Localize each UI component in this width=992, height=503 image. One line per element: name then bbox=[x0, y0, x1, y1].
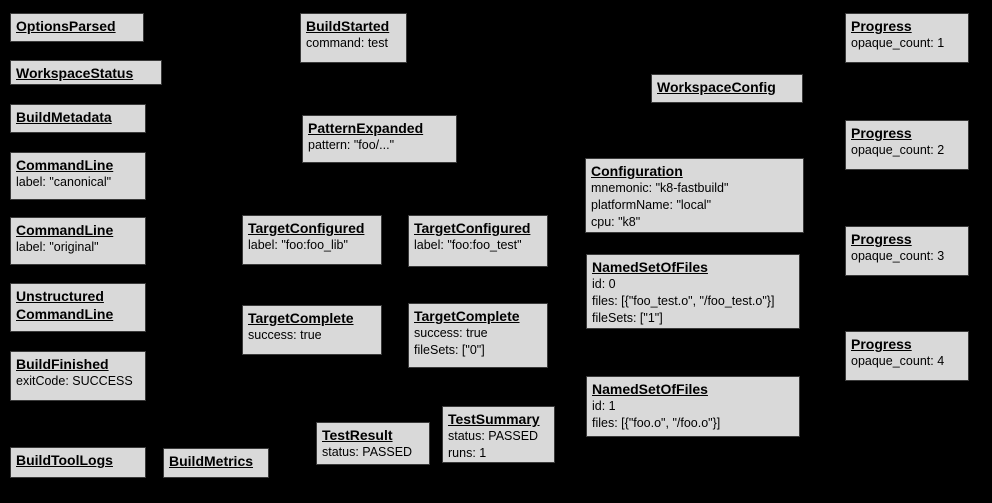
event-box-title: CommandLine bbox=[16, 157, 114, 173]
event-box-field: success: true bbox=[414, 326, 488, 340]
event-box-title: Progress bbox=[851, 125, 912, 141]
event-box-test-result: TestResult status: PASSED bbox=[316, 422, 430, 465]
event-box-title: CommandLine bbox=[16, 222, 114, 238]
event-box-field: opaque_count: 3 bbox=[851, 249, 945, 263]
event-box-field: opaque_count: 2 bbox=[851, 143, 945, 157]
event-box-field: pattern: "foo/..." bbox=[308, 138, 395, 152]
event-box-build-tool-logs: BuildToolLogs bbox=[10, 447, 146, 478]
event-box-title: BuildStarted bbox=[306, 18, 390, 34]
event-box-title: TargetComplete bbox=[248, 310, 354, 326]
event-box-field: id: 1 bbox=[592, 399, 616, 413]
event-box-title: TestSummary bbox=[448, 411, 540, 427]
event-box-progress-2: Progress opaque_count: 2 bbox=[845, 120, 969, 170]
event-box-title: NamedSetOfFiles bbox=[592, 381, 708, 397]
event-box-field: success: true bbox=[248, 328, 322, 342]
event-box-title: WorkspaceStatus bbox=[16, 65, 134, 81]
event-box-progress-1: Progress opaque_count: 1 bbox=[845, 13, 969, 63]
event-box-field: status: PASSED bbox=[448, 429, 539, 443]
event-box-field: status: PASSED bbox=[322, 445, 413, 459]
event-box-test-summary: TestSummary status: PASSED runs: 1 bbox=[442, 406, 555, 463]
event-box-field: platformName: "local" bbox=[591, 198, 712, 212]
event-box-workspace-status: WorkspaceStatus bbox=[10, 60, 162, 85]
event-box-title: BuildMetadata bbox=[16, 109, 112, 125]
event-box-title: BuildMetrics bbox=[169, 453, 254, 469]
event-box-target-complete-foo-lib: TargetComplete success: true bbox=[242, 305, 382, 355]
event-box-title: BuildFinished bbox=[16, 356, 109, 372]
event-box-field: opaque_count: 1 bbox=[851, 36, 945, 50]
event-box-workspace-config: WorkspaceConfig bbox=[651, 74, 803, 103]
event-box-field: files: [{"foo_test.o", "/foo_test.o"}] bbox=[592, 294, 775, 308]
event-box-build-metadata: BuildMetadata bbox=[10, 104, 146, 133]
event-box-build-metrics: BuildMetrics bbox=[163, 448, 269, 478]
event-box-options-parsed: OptionsParsed bbox=[10, 13, 144, 42]
event-box-title: TargetComplete bbox=[414, 308, 520, 324]
event-box-field: runs: 1 bbox=[448, 446, 487, 460]
event-box-title: PatternExpanded bbox=[308, 120, 424, 136]
event-box-title: BuildToolLogs bbox=[16, 452, 113, 468]
event-box-title: Unstructured CommandLine bbox=[16, 288, 114, 322]
event-box-field: command: test bbox=[306, 36, 388, 50]
event-box-target-configured-foo-test: TargetConfigured label: "foo:foo_test" bbox=[408, 215, 548, 267]
event-box-field: fileSets: ["1"] bbox=[592, 311, 663, 325]
event-box-field: cpu: "k8" bbox=[591, 215, 641, 229]
event-box-configuration: Configuration mnemonic: "k8-fastbuild" pla… bbox=[585, 158, 804, 233]
event-box-field: label: "foo:foo_lib" bbox=[248, 238, 348, 252]
event-box-title: TestResult bbox=[322, 427, 393, 443]
event-box-title: Configuration bbox=[591, 163, 683, 179]
event-box-title: Progress bbox=[851, 18, 912, 34]
event-box-target-complete-foo-test: TargetComplete success: true fileSets: ["0… bbox=[408, 303, 548, 368]
event-box-title: Progress bbox=[851, 231, 912, 247]
event-box-build-started: BuildStarted command: test bbox=[300, 13, 407, 63]
event-box-field: opaque_count: 4 bbox=[851, 354, 945, 368]
event-box-pattern-expanded: PatternExpanded pattern: "foo/..." bbox=[302, 115, 457, 163]
event-box-title: TargetConfigured bbox=[414, 220, 531, 236]
event-box-build-finished: BuildFinished exitCode: SUCCESS bbox=[10, 351, 146, 401]
event-box-command-line-canonical: CommandLine label: "canonical" bbox=[10, 152, 146, 200]
event-box-command-line-original: CommandLine label: "original" bbox=[10, 217, 146, 265]
event-box-field: files: [{"foo.o", "/foo.o"}] bbox=[592, 416, 721, 430]
event-box-field: id: 0 bbox=[592, 277, 616, 291]
event-box-field: mnemonic: "k8-fastbuild" bbox=[591, 181, 729, 195]
event-box-target-configured-foo-lib: TargetConfigured label: "foo:foo_lib" bbox=[242, 215, 382, 265]
event-box-field: exitCode: SUCCESS bbox=[16, 374, 133, 388]
event-box-title: OptionsParsed bbox=[16, 18, 116, 34]
event-box-named-set-of-files-0: NamedSetOfFiles id: 0 files: [{"foo_test.o… bbox=[586, 254, 800, 329]
event-box-field: fileSets: ["0"] bbox=[414, 343, 485, 357]
event-box-unstructured-command-line: Unstructured CommandLine bbox=[10, 283, 146, 332]
event-box-title: TargetConfigured bbox=[248, 220, 365, 236]
event-box-field: label: "foo:foo_test" bbox=[414, 238, 522, 252]
event-box-progress-4: Progress opaque_count: 4 bbox=[845, 331, 969, 381]
event-box-title: Progress bbox=[851, 336, 912, 352]
event-box-title: NamedSetOfFiles bbox=[592, 259, 708, 275]
event-box-named-set-of-files-1: NamedSetOfFiles id: 1 files: [{"foo.o", "/… bbox=[586, 376, 800, 437]
event-box-field: label: "canonical" bbox=[16, 175, 112, 189]
event-box-title: WorkspaceConfig bbox=[657, 79, 776, 95]
event-box-field: label: "original" bbox=[16, 240, 99, 254]
event-box-progress-3: Progress opaque_count: 3 bbox=[845, 226, 969, 276]
